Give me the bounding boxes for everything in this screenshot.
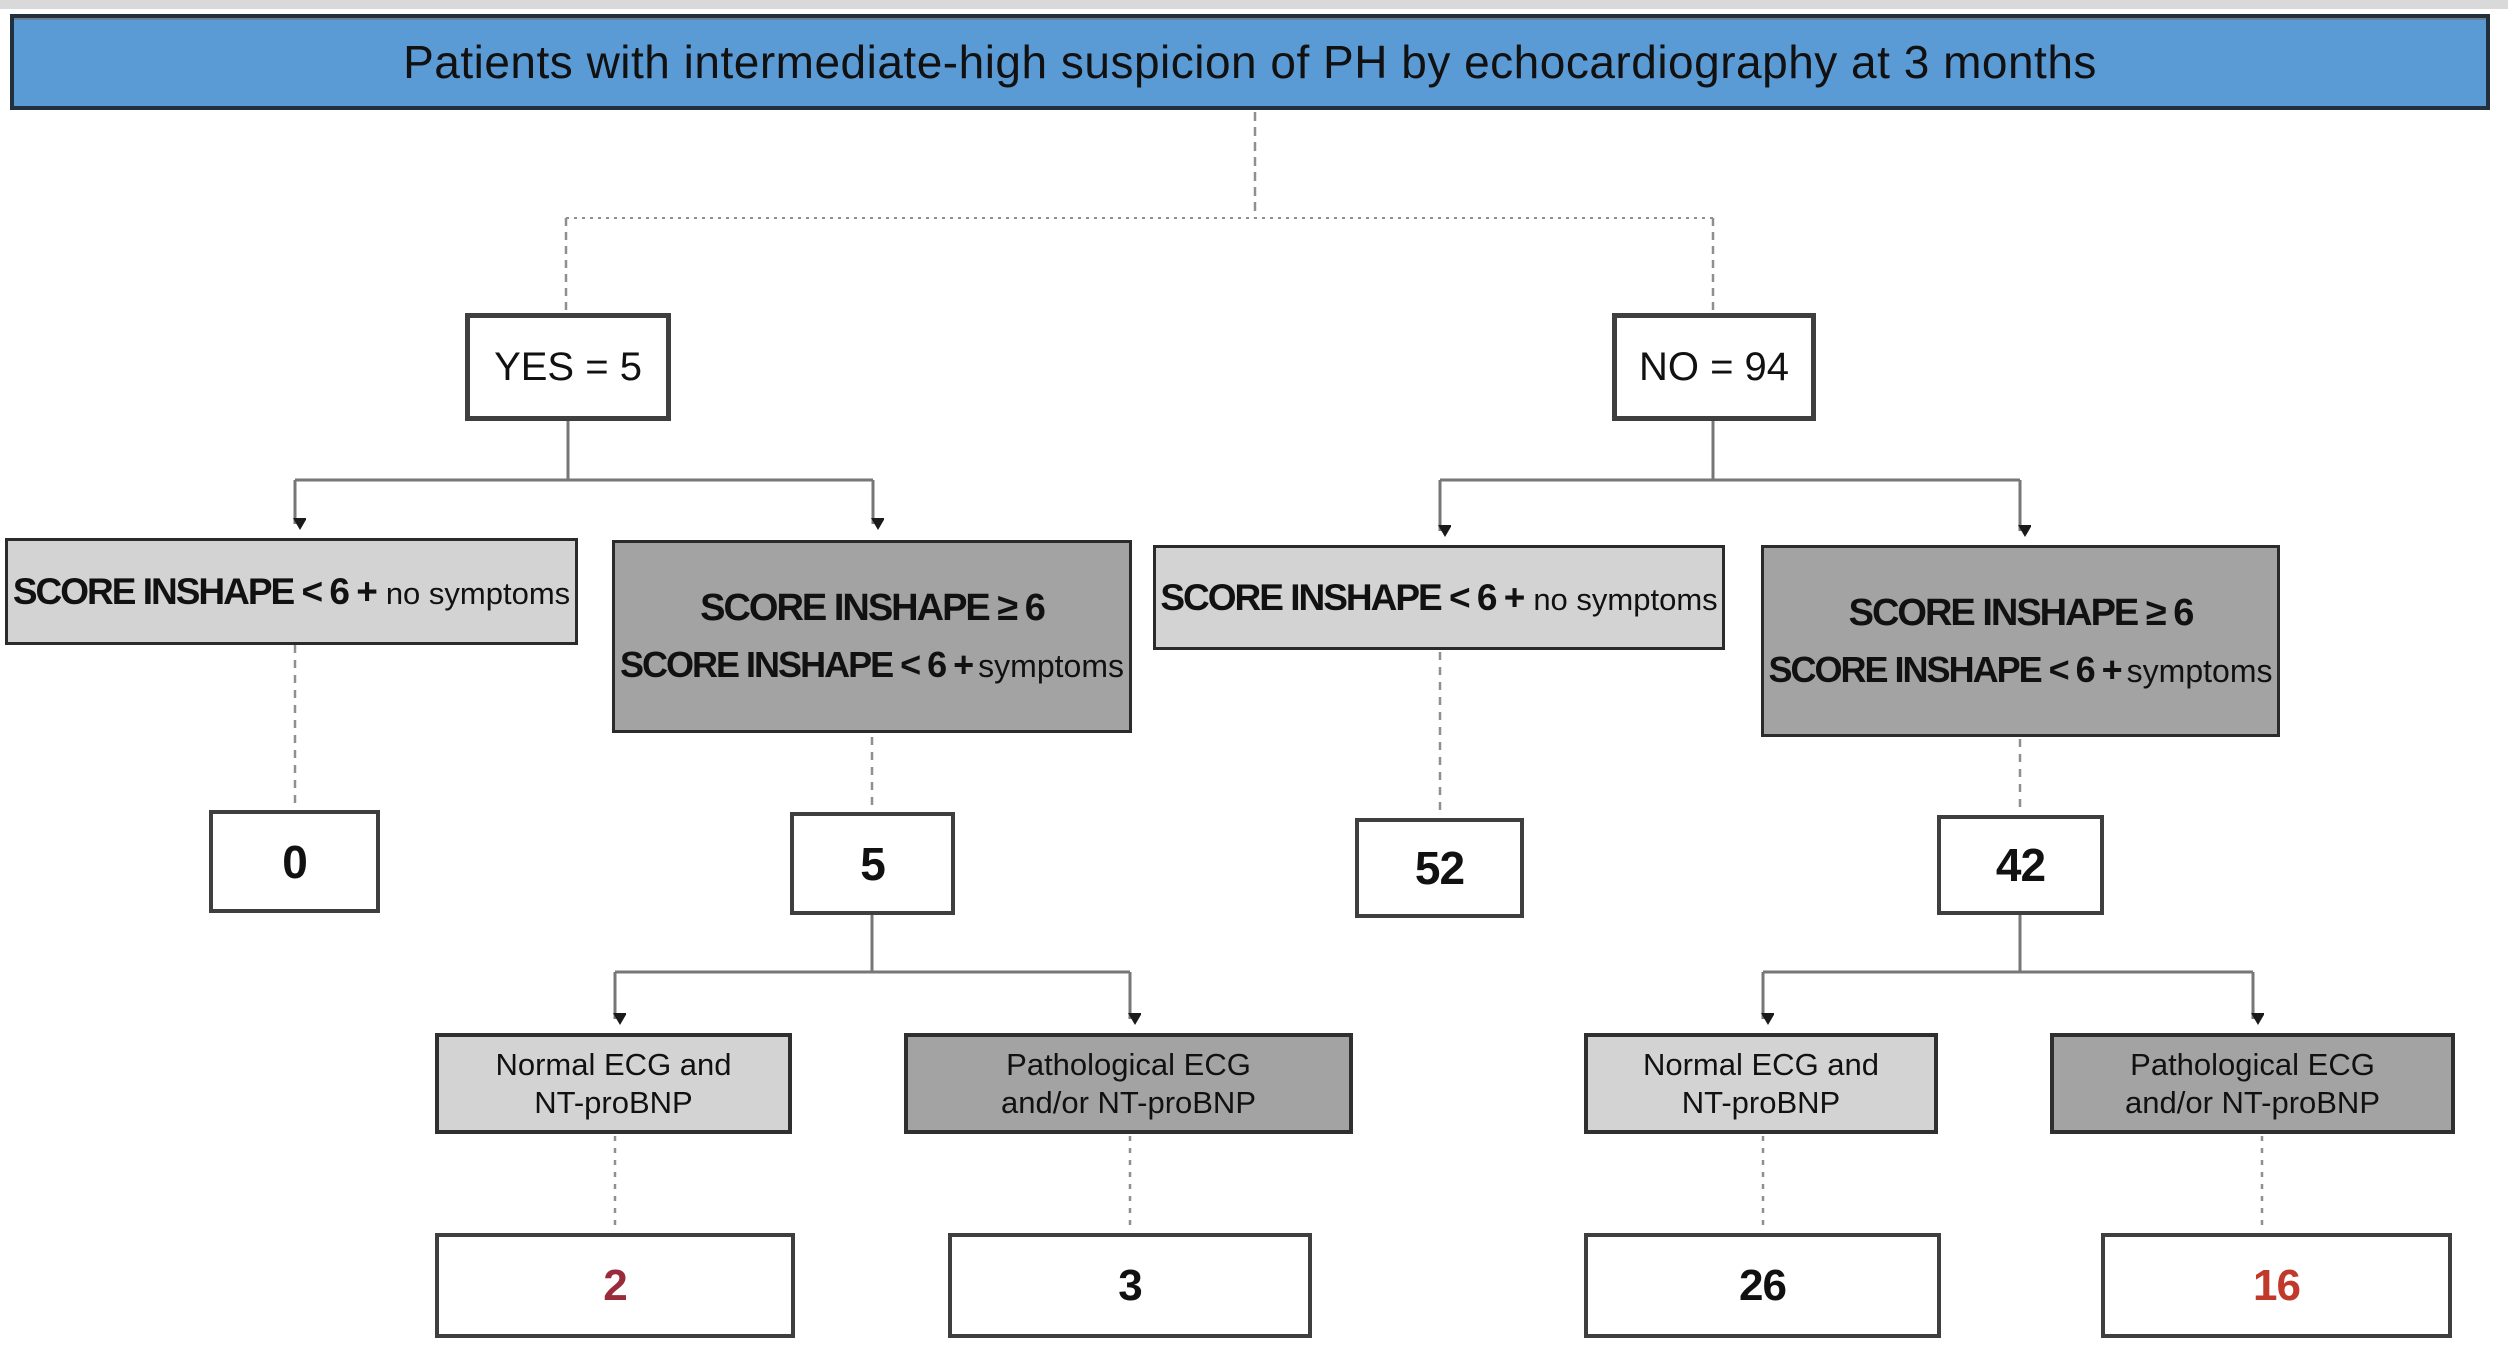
header-banner: Patients with intermediate-high suspicio…: [10, 14, 2490, 110]
criteria-line2-suffix: symptoms: [2126, 652, 2273, 689]
ecg-box-no-normal: Normal ECG and NT-proBNP: [1584, 1033, 1938, 1134]
ecg-box-no-pathological: Pathological ECG and/or NT-proBNP: [2050, 1033, 2455, 1134]
top-edge-strip: [0, 0, 2508, 9]
ecg-line1: Normal ECG and: [1642, 1047, 1880, 1083]
result-box-no-normal: 26: [1584, 1233, 1941, 1338]
ecg-line1: Normal ECG and: [495, 1047, 732, 1083]
criteria-suffix: no symptoms: [1533, 581, 1718, 617]
yes-node: YES = 5: [465, 313, 671, 421]
count-value: 52: [1414, 842, 1465, 894]
page-title: Patients with intermediate-high suspicio…: [403, 36, 2097, 88]
ecg-line2: and/or NT-proBNP: [2125, 1084, 2380, 1120]
result-box-no-pathological: 16: [2101, 1233, 2452, 1338]
result-value: 16: [2253, 1260, 2301, 1310]
count-box-no-low: 52: [1355, 818, 1524, 918]
count-value: 0: [282, 835, 308, 888]
criteria-line2-score: SCORE INSHAPE < 6 +: [1768, 648, 2123, 690]
result-value: 3: [1118, 1260, 1143, 1310]
yes-label: YES = 5: [494, 344, 642, 389]
ecg-line2: NT-proBNP: [534, 1084, 693, 1120]
ecg-line2: NT-proBNP: [1681, 1084, 1841, 1120]
criteria-score-text: SCORE INSHAPE < 6 +: [1160, 576, 1525, 618]
result-box-yes-pathological: 3: [948, 1233, 1312, 1338]
count-box-yes-low: 0: [209, 810, 380, 913]
criteria-score-text: SCORE INSHAPE < 6 +: [12, 570, 378, 612]
result-box-yes-normal: 2: [435, 1233, 795, 1338]
count-box-no-high: 42: [1937, 815, 2104, 915]
criteria-line2-suffix: symptoms: [978, 648, 1124, 684]
criteria-suffix: no symptoms: [385, 575, 571, 611]
ecg-box-yes-normal: Normal ECG and NT-proBNP: [435, 1033, 792, 1134]
no-node: NO = 94: [1612, 313, 1816, 421]
result-value: 26: [1739, 1260, 1787, 1310]
criteria-box-yes-low-score: SCORE INSHAPE < 6 + no symptoms: [5, 538, 578, 645]
criteria-box-yes-high-score: SCORE INSHAPE ≥ 6 SCORE INSHAPE < 6 + sy…: [612, 540, 1132, 733]
criteria-line2-score: SCORE INSHAPE < 6 +: [620, 644, 974, 685]
ecg-line1: Pathological ECG: [2130, 1047, 2375, 1083]
count-value: 5: [860, 837, 886, 890]
ecg-line1: Pathological ECG: [1006, 1047, 1251, 1083]
count-box-yes-high: 5: [790, 812, 955, 915]
ecg-line2: and/or NT-proBNP: [1001, 1084, 1256, 1120]
criteria-box-no-low-score: SCORE INSHAPE < 6 + no symptoms: [1153, 545, 1725, 650]
no-label: NO = 94: [1638, 344, 1790, 389]
count-value: 42: [1995, 839, 2046, 891]
criteria-line1: SCORE INSHAPE ≥ 6: [1848, 591, 2195, 634]
criteria-box-no-high-score: SCORE INSHAPE ≥ 6 SCORE INSHAPE < 6 + sy…: [1761, 545, 2280, 737]
ecg-box-yes-pathological: Pathological ECG and/or NT-proBNP: [904, 1033, 1353, 1134]
result-value: 2: [603, 1260, 628, 1310]
criteria-line1: SCORE INSHAPE ≥ 6: [700, 587, 1046, 629]
